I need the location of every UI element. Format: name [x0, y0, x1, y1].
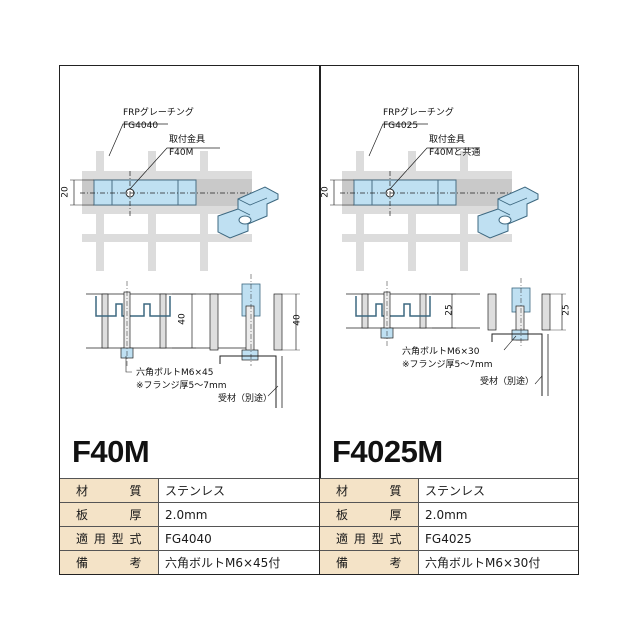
width-dimension: 20 — [60, 186, 71, 198]
fitting-3d — [477, 186, 539, 239]
table-row: 材質 ステンレス — [60, 478, 319, 503]
table-row: 適用型式 FG4040 — [60, 526, 319, 551]
bolt-label: 六角ボルトM6×30 — [402, 347, 480, 357]
spec-key: 材質 — [76, 484, 142, 498]
panel-divider — [319, 65, 321, 575]
spec-key: 適用型式 — [336, 532, 402, 546]
panel-f4025m: FRPグレーチング FG4025 取付金具 F40Mと共通 20 25 25 六… — [320, 66, 579, 478]
flange-note: ※フランジ厚5～7mm — [136, 381, 227, 391]
grating-code: FG4040 — [123, 121, 159, 131]
spec-key: 板厚 — [336, 508, 402, 522]
spec-value: ステンレス — [418, 478, 578, 503]
grating-label: FRPグレーチング — [123, 108, 194, 118]
height-dimension-b: 25 — [561, 304, 572, 316]
spec-key: 備考 — [76, 556, 142, 570]
fitting-label: 取付金具 — [169, 135, 206, 145]
spec-value: 2.0mm — [158, 502, 319, 527]
fitting-plan — [70, 171, 255, 216]
support-label: 受材（別途） — [480, 377, 535, 387]
spec-key: 材質 — [336, 484, 402, 498]
table-row: 材質 ステンレス — [320, 478, 578, 503]
spec-value: 六角ボルトM6×45付 — [158, 550, 319, 574]
f40m-drawing — [70, 123, 300, 408]
section-b — [209, 274, 300, 408]
section-a — [86, 281, 250, 366]
spec-value: FG4025 — [418, 526, 578, 551]
height-dimension: 25 — [444, 304, 455, 316]
table-row: 板厚 2.0mm — [320, 502, 578, 527]
spec-table-f40m: 材質 ステンレス 板厚 2.0mm 適用型式 FG4040 備考 六角ボルトM6… — [60, 478, 319, 574]
fitting-3d — [217, 186, 279, 239]
grating-label: FRPグレーチング — [383, 108, 454, 118]
spec-value: FG4040 — [158, 526, 319, 551]
height-dimension: 40 — [177, 313, 188, 325]
grating-plan — [82, 151, 252, 271]
spec-key: 適用型式 — [76, 532, 142, 546]
fitting-code: F40Mと共通 — [429, 148, 481, 158]
table-row: 備考 六角ボルトM6×45付 — [60, 550, 319, 574]
width-dimension: 20 — [320, 186, 331, 198]
spec-key: 備考 — [336, 556, 402, 570]
support-label: 受材（別途） — [218, 394, 273, 404]
model-name: F40M — [72, 434, 150, 469]
table-row: 適用型式 FG4025 — [320, 526, 578, 551]
bolt-label: 六角ボルトM6×45 — [136, 368, 214, 378]
table-row: 備考 六角ボルトM6×30付 — [320, 550, 578, 574]
flange-note: ※フランジ厚5～7mm — [402, 360, 493, 370]
spec-value: 六角ボルトM6×30付 — [418, 550, 578, 574]
model-name: F4025M — [332, 434, 443, 469]
fitting-plan — [330, 171, 515, 216]
fitting-label: 取付金具 — [429, 135, 466, 145]
grating-code: FG4025 — [383, 121, 419, 131]
f4025m-drawing — [330, 123, 566, 396]
height-dimension-b: 40 — [292, 314, 303, 326]
spec-key: 板厚 — [76, 508, 142, 522]
spec-value: ステンレス — [158, 478, 319, 503]
grating-plan — [342, 151, 512, 271]
fitting-code: F40M — [169, 148, 194, 158]
table-row: 板厚 2.0mm — [60, 502, 319, 527]
panel-f40m: FRPグレーチング FG4040 取付金具 F40M 20 40 40 六角ボル… — [60, 66, 319, 478]
spec-value: 2.0mm — [418, 502, 578, 527]
section-b — [487, 278, 566, 396]
section-a — [346, 281, 480, 346]
spec-table-f4025m: 材質 ステンレス 板厚 2.0mm 適用型式 FG4025 備考 六角ボルトM6… — [320, 478, 578, 574]
